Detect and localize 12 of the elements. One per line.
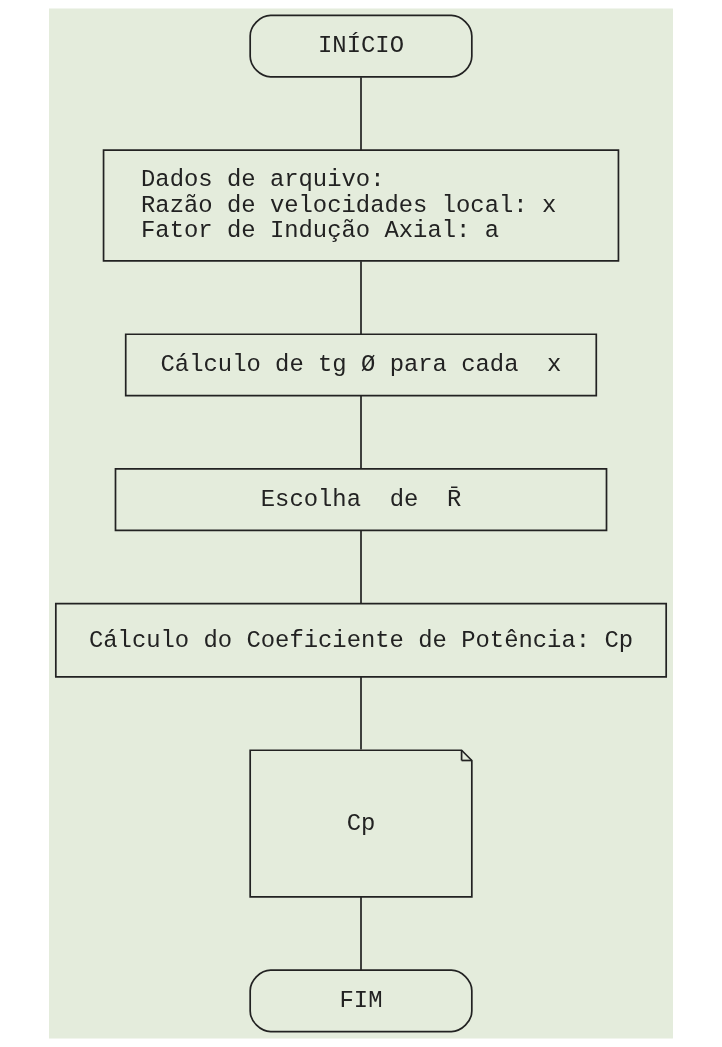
node-box: Escolha de R̄: [114, 468, 608, 532]
node-box: Dados de arquivo: Razão de velocidades local: x Fator de Indução Axial: a: [102, 149, 620, 262]
node-box: Cálculo do Coeficiente de Potência: Cp: [54, 602, 668, 678]
connector: [360, 76, 362, 151]
connector: [360, 260, 362, 336]
connector: [360, 676, 362, 751]
connector: [360, 529, 362, 605]
node-box: Cálculo de tg Ø para cada x: [124, 333, 598, 397]
node-box: INÍCIO: [249, 14, 473, 78]
node-box: FIM: [249, 969, 473, 1033]
connector: [360, 896, 362, 971]
connector: [360, 394, 362, 470]
